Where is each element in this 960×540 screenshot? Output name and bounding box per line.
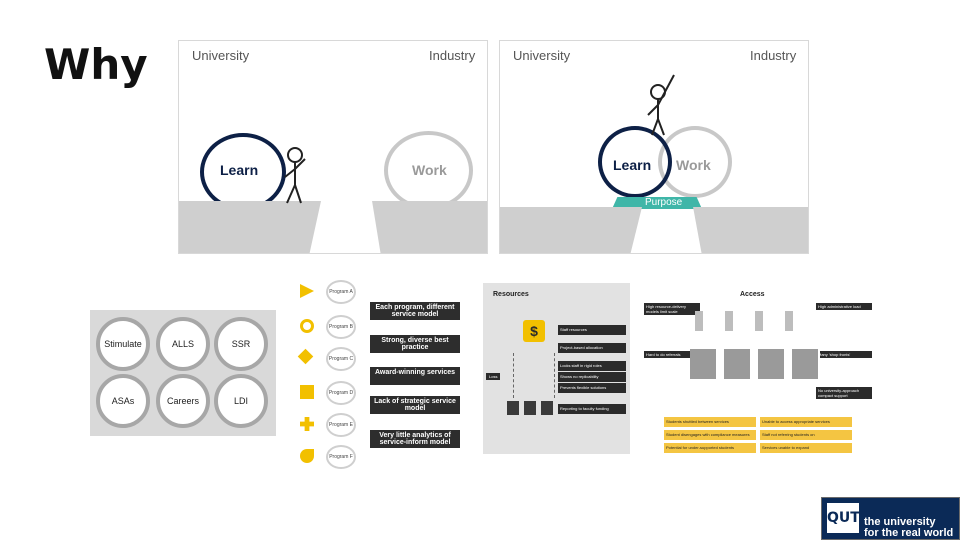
leaf-icon — [300, 449, 314, 463]
qut-mark: QUT — [827, 503, 860, 533]
ring-asas: ASAs — [96, 374, 150, 428]
program-label: Award-winning services — [370, 367, 460, 385]
slide-title: Why — [44, 40, 148, 89]
ring-careers: Careers — [156, 374, 210, 428]
program-bubble: Program F — [326, 445, 356, 469]
triangle-icon — [300, 284, 314, 298]
work-label: Work — [676, 157, 711, 173]
resource-item: Reporting to faculty funding — [558, 404, 626, 414]
access-title: Access — [740, 291, 765, 298]
purpose-bridge — [612, 197, 702, 209]
purpose-label: Purpose — [645, 197, 683, 208]
university-label: University — [192, 48, 250, 63]
cross-icon — [300, 417, 314, 431]
access-tile: Services unable to expand — [760, 443, 852, 453]
buildings-illustration — [690, 349, 820, 379]
right-cliff — [693, 207, 808, 253]
left-cliff — [179, 201, 321, 253]
industry-label: Industry — [750, 48, 797, 63]
learn-label: Learn — [613, 157, 652, 173]
learn-label: Learn — [220, 162, 259, 178]
access-tile: Potential for under-supported students — [664, 443, 756, 453]
resources-panel: Resources $ Loss Staff resources Project… — [483, 283, 630, 454]
dollar-badge-icon: $ — [523, 320, 545, 342]
program-bubble: Program D — [326, 381, 356, 405]
program-label: Each program, different service model — [370, 302, 460, 320]
access-tile: Students shuttled between services — [664, 417, 756, 427]
ring-stimulate: Stimulate — [96, 317, 150, 371]
ring-alls: ALLS — [156, 317, 210, 371]
resource-flow-lines — [513, 353, 555, 398]
loss-label: Loss — [486, 373, 501, 380]
learn-circle — [598, 126, 672, 198]
qut-tagline-1: the university — [864, 516, 936, 528]
program-label: Very little analytics of service-inform … — [370, 430, 460, 448]
access-panel: Access High resource-delivery models lim… — [640, 283, 872, 454]
qut-tagline-2: for the real world — [864, 527, 954, 539]
qut-logo: QUT the university for the real world — [821, 497, 960, 540]
ring-ldi: LDI — [214, 374, 268, 428]
ring-icon — [300, 319, 314, 333]
work-label: Work — [412, 162, 447, 178]
people-illustration — [695, 311, 815, 331]
industry-label: Industry — [429, 48, 476, 63]
diagram-university-industry-gap: University Industry Learn Work — [178, 40, 488, 254]
diagram-purpose-bridge: University Industry Learn Work Purpose — [499, 40, 809, 254]
resource-item: Prevents flexible solutions — [558, 383, 626, 393]
program-bubble: Program A — [326, 280, 356, 304]
program-bubble: Program B — [326, 315, 356, 339]
access-note: Hard to do referrals — [644, 351, 700, 358]
access-note: No university-approach compact support — [816, 387, 872, 399]
right-cliff — [372, 201, 487, 253]
diamond-icon — [297, 348, 314, 365]
stick-figure-cheering-icon — [647, 74, 675, 136]
access-note: High resource-delivery models limit scal… — [644, 303, 700, 315]
access-note: Many 'shop fronts' — [816, 351, 872, 358]
university-label: University — [513, 48, 571, 63]
access-tile: Unable to access appropriate services — [760, 417, 852, 427]
resource-item: Project-based allocation — [558, 343, 626, 353]
stick-figure-confused-icon — [284, 147, 306, 204]
resource-item: Shows no replicability — [558, 372, 626, 382]
work-circle — [384, 131, 473, 210]
program-panel: Program A Each program, different servic… — [297, 275, 470, 470]
ring-ssr: SSR — [214, 317, 268, 371]
program-bubble: Program E — [326, 413, 356, 437]
access-note: High administrative load — [816, 303, 872, 310]
services-grid-panel: Stimulate ALLS SSR ASAs Careers LDI — [90, 310, 276, 436]
learn-circle — [200, 133, 286, 211]
square-icon — [300, 385, 314, 399]
access-tile: Student disengages with compliance measu… — [664, 430, 756, 440]
resources-title: Resources — [493, 291, 529, 298]
access-tile: Staff not referring students on — [760, 430, 852, 440]
program-bubble: Program C — [326, 347, 356, 371]
resource-item: Locks staff in rigid roles — [558, 361, 626, 371]
program-label: Lack of strategic service model — [370, 396, 460, 414]
resource-item: Staff resources — [558, 325, 626, 335]
left-cliff — [500, 207, 642, 253]
resource-stack — [507, 401, 557, 415]
program-label: Strong, diverse best practice — [370, 335, 460, 353]
